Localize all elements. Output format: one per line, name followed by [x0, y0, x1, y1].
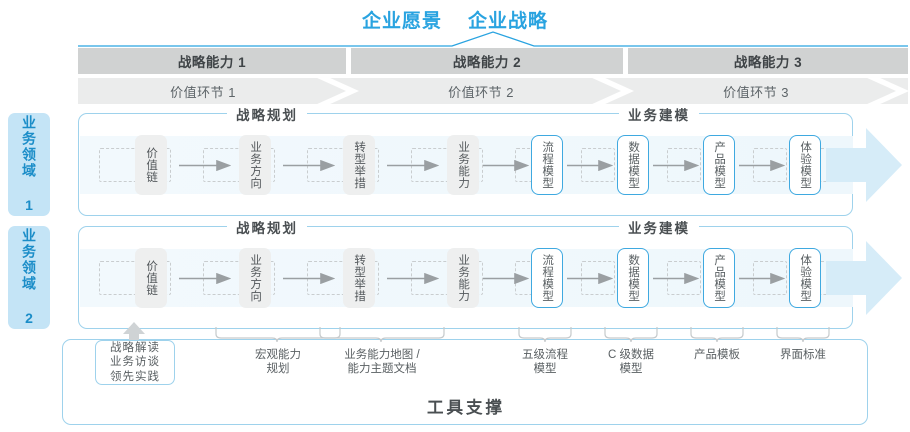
- node-label: 价值链: [145, 260, 158, 296]
- tool-bracket-capability-map: [318, 327, 446, 348]
- tool-box-strategy-interpretation[interactable]: 战略解读 业务访谈 领先实践: [95, 340, 175, 385]
- node-label: 数据模型: [627, 254, 640, 302]
- domain-row-2: 战略规划 业务建模 价值链 业务方向 转型举措 业务能力 流程模型 数据模型 产…: [78, 217, 853, 329]
- node-label: 产品模型: [713, 141, 726, 189]
- node-business-direction-1[interactable]: 业务方向: [239, 135, 271, 195]
- value-link-label-1[interactable]: 价值环节 1: [170, 84, 236, 100]
- node-label: 业务能力: [457, 254, 470, 302]
- tool-uplink-arrow: [123, 322, 145, 351]
- title-enterprise-vision: 企业愿景: [361, 11, 442, 32]
- domain-tab-label-2: 业务领域 2: [21, 227, 38, 328]
- node-label: 产品模型: [713, 254, 726, 302]
- node-business-direction-2[interactable]: 业务方向: [239, 248, 271, 308]
- node-transformation-2[interactable]: 转型举措: [343, 248, 375, 308]
- node-label: 业务方向: [249, 141, 262, 189]
- node-label: 流程模型: [541, 254, 554, 302]
- arrow-icon: [179, 158, 232, 176]
- node-label: 转型举措: [353, 254, 366, 302]
- tool-label-line2: 模型: [619, 363, 643, 376]
- value-link-label-2[interactable]: 价值环节 2: [448, 84, 514, 100]
- node-label: 业务方向: [249, 254, 262, 302]
- arrow-icon: [739, 158, 786, 176]
- tool-line-2: 业务访谈: [110, 356, 160, 369]
- sidebar-domain-tab-1[interactable]: 业务领域 1: [8, 113, 50, 216]
- title-enterprise-strategy: 企业战略: [468, 11, 549, 32]
- node-process-model-1[interactable]: 流程模型: [531, 135, 563, 195]
- tool-label-line1: 界面标准: [780, 349, 826, 361]
- node-label: 数据模型: [627, 141, 640, 189]
- arrow-icon: [179, 271, 232, 289]
- arrow-icon: [283, 271, 336, 289]
- node-transformation-1[interactable]: 转型举措: [343, 135, 375, 195]
- tool-bracket-product-template: [689, 327, 745, 348]
- tool-label-line2: 规划: [266, 363, 290, 376]
- tool-box-lines: 战略解读 业务访谈 领先实践: [110, 341, 160, 384]
- tool-line-3: 领先实践: [110, 370, 160, 383]
- arrow-icon: [483, 158, 530, 176]
- node-data-model-1[interactable]: 数据模型: [617, 135, 649, 195]
- tool-label-product-template: 产品模板: [677, 348, 757, 362]
- tool-label-line1: 宏观能力: [255, 349, 301, 361]
- node-business-capability-2[interactable]: 业务能力: [447, 248, 479, 308]
- arrow-icon: [653, 158, 700, 176]
- arrow-icon: [387, 271, 440, 289]
- tool-label-capability-map: 业务能力地图 / 能力主题文档: [322, 348, 442, 377]
- domain-tab-label-1: 业务领域 1: [21, 114, 38, 215]
- sidebar-domain-tab-2[interactable]: 业务领域 2: [8, 226, 50, 329]
- node-value-chain-2[interactable]: 价值链: [135, 248, 167, 308]
- section-caption-strategic-planning-1: 战略规划: [227, 104, 307, 124]
- arrow-icon: [567, 158, 614, 176]
- tool-bracket-data-model: [603, 327, 659, 348]
- tool-support-panel: 工具支撑: [62, 339, 868, 425]
- node-business-capability-1[interactable]: 业务能力: [447, 135, 479, 195]
- node-process-model-2[interactable]: 流程模型: [531, 248, 563, 308]
- tool-label-line1: 五级流程: [522, 349, 568, 361]
- arrow-icon: [483, 271, 530, 289]
- node-label: 流程模型: [541, 141, 554, 189]
- tool-label-process-model: 五级流程 模型: [505, 348, 585, 377]
- node-label: 体验模型: [799, 254, 812, 302]
- arrow-icon: [283, 158, 336, 176]
- node-product-model-2[interactable]: 产品模型: [703, 248, 735, 308]
- tool-label-line1: 产品模板: [694, 349, 740, 361]
- value-link-label-3[interactable]: 价值环节 3: [723, 84, 789, 100]
- flow-terminator-arrow-2: [826, 241, 902, 320]
- arrow-icon: [567, 271, 614, 289]
- tool-label-line1: 业务能力地图 /: [344, 349, 420, 361]
- arrow-icon: [653, 271, 700, 289]
- capability-cell-2[interactable]: 战略能力 2: [351, 48, 623, 74]
- tool-bracket-ui-standard: [775, 327, 831, 348]
- capability-bar-row: 战略能力 1 战略能力 2 战略能力 3: [78, 48, 908, 74]
- node-label: 价值链: [145, 147, 158, 183]
- section-caption-business-modeling-2: 业务建模: [619, 217, 699, 237]
- capability-cell-1[interactable]: 战略能力 1: [78, 48, 346, 74]
- node-experience-model-1[interactable]: 体验模型: [789, 135, 821, 195]
- capability-cell-3[interactable]: 战略能力 3: [628, 48, 908, 74]
- section-caption-business-modeling-1: 业务建模: [619, 104, 699, 124]
- top-title-group: 企业愿景 企业战略: [0, 6, 910, 33]
- tool-line-1: 战略解读: [110, 341, 160, 354]
- node-label: 体验模型: [799, 141, 812, 189]
- section-caption-strategic-planning-2: 战略规划: [227, 217, 307, 237]
- domain-row-1: 战略规划 业务建模 价值链 业务方向 转型举措 业务能力 流程模型 数据模型 产…: [78, 104, 853, 216]
- flow-terminator-arrow-1: [826, 128, 902, 207]
- node-label: 转型举措: [353, 141, 366, 189]
- arrow-icon: [387, 158, 440, 176]
- node-label: 业务能力: [457, 141, 470, 189]
- tool-bracket-process-model: [517, 327, 573, 348]
- tool-label-ui-standard: 界面标准: [763, 348, 843, 362]
- node-data-model-2[interactable]: 数据模型: [617, 248, 649, 308]
- tool-label-data-model: C 级数据 模型: [591, 348, 671, 377]
- tool-label-macro-capability: 宏观能力 规划: [218, 348, 338, 377]
- tool-label-line2: 能力主题文档: [347, 363, 417, 376]
- tent-connector: [78, 30, 908, 53]
- tool-support-title: 工具支撑: [427, 399, 505, 417]
- tool-label-line2: 模型: [533, 363, 557, 376]
- node-product-model-1[interactable]: 产品模型: [703, 135, 735, 195]
- tool-label-line1: C 级数据: [608, 349, 654, 361]
- node-experience-model-2[interactable]: 体验模型: [789, 248, 821, 308]
- arrow-icon: [739, 271, 786, 289]
- node-value-chain-1[interactable]: 价值链: [135, 135, 167, 195]
- value-link-chevron-row: 价值环节 1 价值环节 2 价值环节 3: [78, 78, 908, 104]
